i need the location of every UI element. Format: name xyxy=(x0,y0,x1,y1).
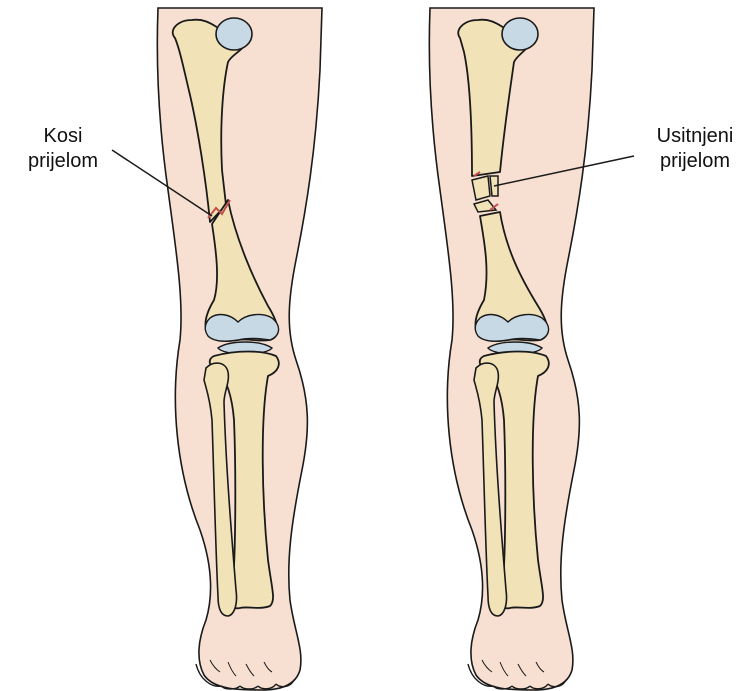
oblique-label-line2: prijelom xyxy=(8,149,118,174)
comminuted-fracture-label: Usitnjeni prijelom xyxy=(636,124,754,174)
comminuted-label-line1: Usitnjeni xyxy=(636,124,754,149)
oblique-label-line1: Kosi xyxy=(8,124,118,149)
oblique-fracture-label: Kosi prijelom xyxy=(8,124,118,174)
leg-left-icon xyxy=(112,8,322,690)
leg-right-icon xyxy=(429,8,634,690)
comminuted-label-line2: prijelom xyxy=(636,149,754,174)
